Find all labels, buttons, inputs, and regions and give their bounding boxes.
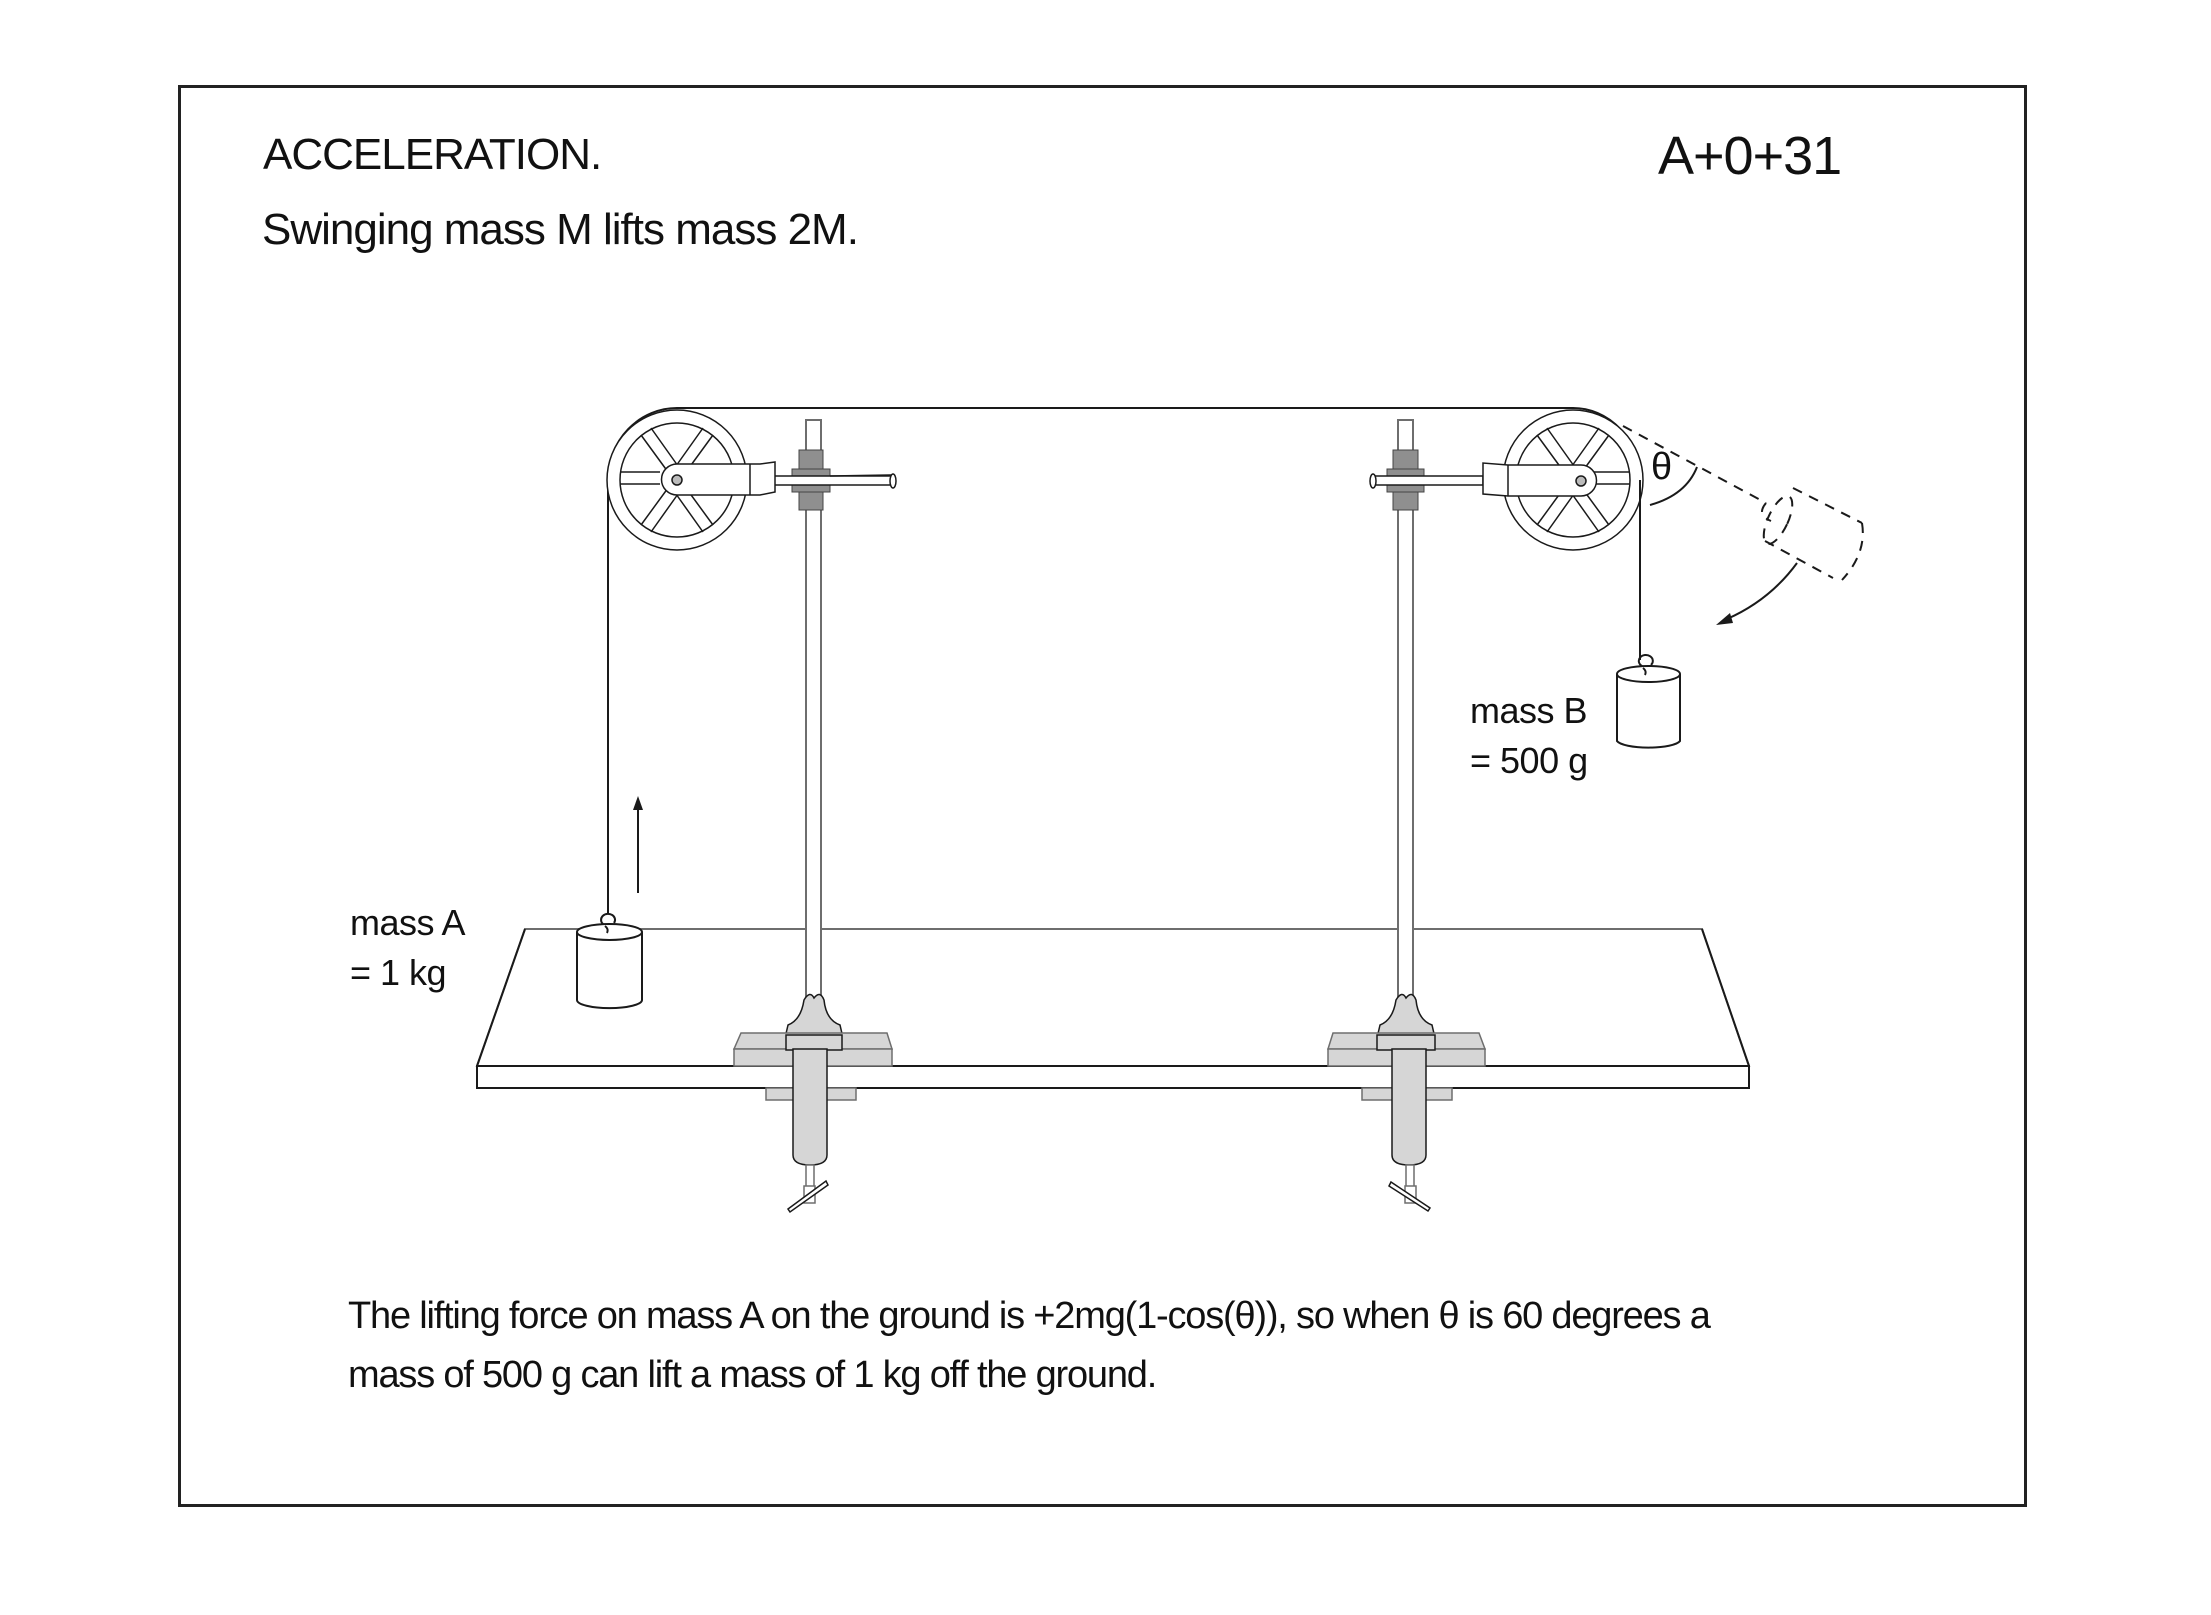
theta-symbol: θ <box>1651 446 1673 488</box>
caption-line-2: mass of 500 g can lift a mass of 1 kg of… <box>348 1354 1157 1396</box>
page-frame <box>178 85 2027 1507</box>
rope-top <box>607 407 1641 660</box>
page-subtitle: Swinging mass M lifts mass 2M. <box>262 205 859 254</box>
page-title: ACCELERATION. <box>263 130 602 179</box>
demo-code: A+0+31 <box>1658 126 1842 186</box>
table <box>475 928 1751 1089</box>
left-stand <box>732 419 897 1214</box>
mass-a-value: = 1 kg <box>350 952 447 993</box>
explanation-caption: The lifting force on mass A on the groun… <box>348 1287 1711 1405</box>
swing-direction-arrow-icon <box>1716 562 1798 625</box>
right-pulley <box>1482 409 1644 551</box>
mass-a-weight <box>576 912 643 1010</box>
mass-a-name: mass A <box>350 902 466 943</box>
mass-b-label: mass B = 500 g <box>1470 686 1588 786</box>
right-stand <box>1326 419 1487 1213</box>
left-pulley <box>606 409 776 551</box>
swung-mass-outline <box>1622 425 1864 581</box>
caption-line-1: The lifting force on mass A on the groun… <box>348 1295 1711 1337</box>
mass-b-name: mass B <box>1470 690 1588 731</box>
mass-b-value: = 500 g <box>1470 740 1588 781</box>
mass-a-label: mass A = 1 kg <box>350 898 466 998</box>
mass-b-weight <box>1616 654 1681 749</box>
lift-arrow-icon <box>633 796 643 893</box>
angle-arc <box>1649 466 1698 506</box>
